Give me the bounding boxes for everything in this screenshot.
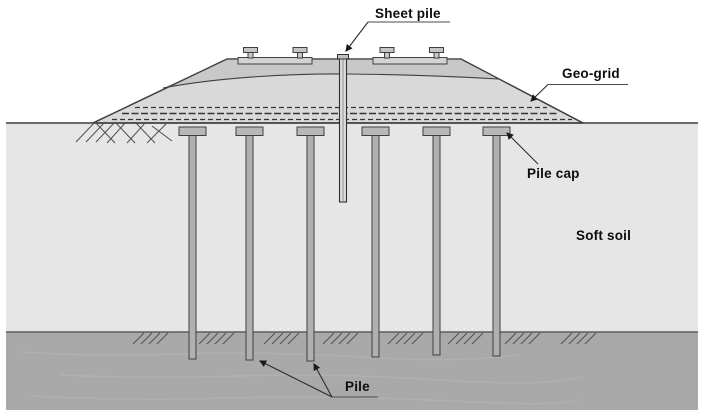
pile-cap-leader-arrow <box>506 132 539 165</box>
firm-layer-hatch-marks <box>132 332 597 345</box>
soft-soil-layer <box>6 123 698 332</box>
pile-cap-label: Pile cap <box>527 166 580 181</box>
hatch-group <box>132 332 169 345</box>
pile-5 <box>422 126 451 356</box>
rail <box>243 47 258 59</box>
geogrid-callout: Geo-grid <box>530 66 628 102</box>
sheet-pile-leader-arrow <box>345 21 369 52</box>
hatch-group <box>322 332 359 345</box>
hatch-group <box>387 332 424 345</box>
slope-toe-hatch <box>75 121 173 144</box>
pile-label: Pile <box>345 379 370 394</box>
rail <box>429 47 444 59</box>
piles <box>178 126 511 362</box>
pile-leader-arrow-right <box>313 363 333 398</box>
sheet-pile-callout: Sheet pile <box>345 6 450 52</box>
pile-1 <box>178 126 207 360</box>
track-right <box>372 47 448 65</box>
hatch-group <box>560 332 597 345</box>
firm-layer-texture-streaks <box>19 351 581 405</box>
rail <box>379 47 395 59</box>
pile-2 <box>235 126 264 361</box>
pile-6 <box>482 126 511 357</box>
sheet-pile <box>337 54 349 203</box>
pile-leader-arrow-left <box>259 360 333 398</box>
rail <box>292 47 308 59</box>
geogrid-label: Geo-grid <box>562 66 620 81</box>
soft-soil-label: Soft soil <box>576 228 631 243</box>
pile-4 <box>361 126 390 358</box>
track-left <box>237 47 313 65</box>
hatch-group <box>263 332 300 345</box>
hatch-group <box>447 332 484 345</box>
pile-cap-callout: Pile cap <box>506 132 580 181</box>
pile-callout: Pile <box>259 360 378 398</box>
sheet-pile-label: Sheet pile <box>375 6 441 21</box>
hatch-group <box>198 332 235 345</box>
pile-3 <box>296 126 325 362</box>
geogrid-layers <box>112 106 572 121</box>
rail-tracks <box>237 47 448 65</box>
hatch-group <box>504 332 541 345</box>
geogrid-leader-arrow <box>530 84 549 102</box>
